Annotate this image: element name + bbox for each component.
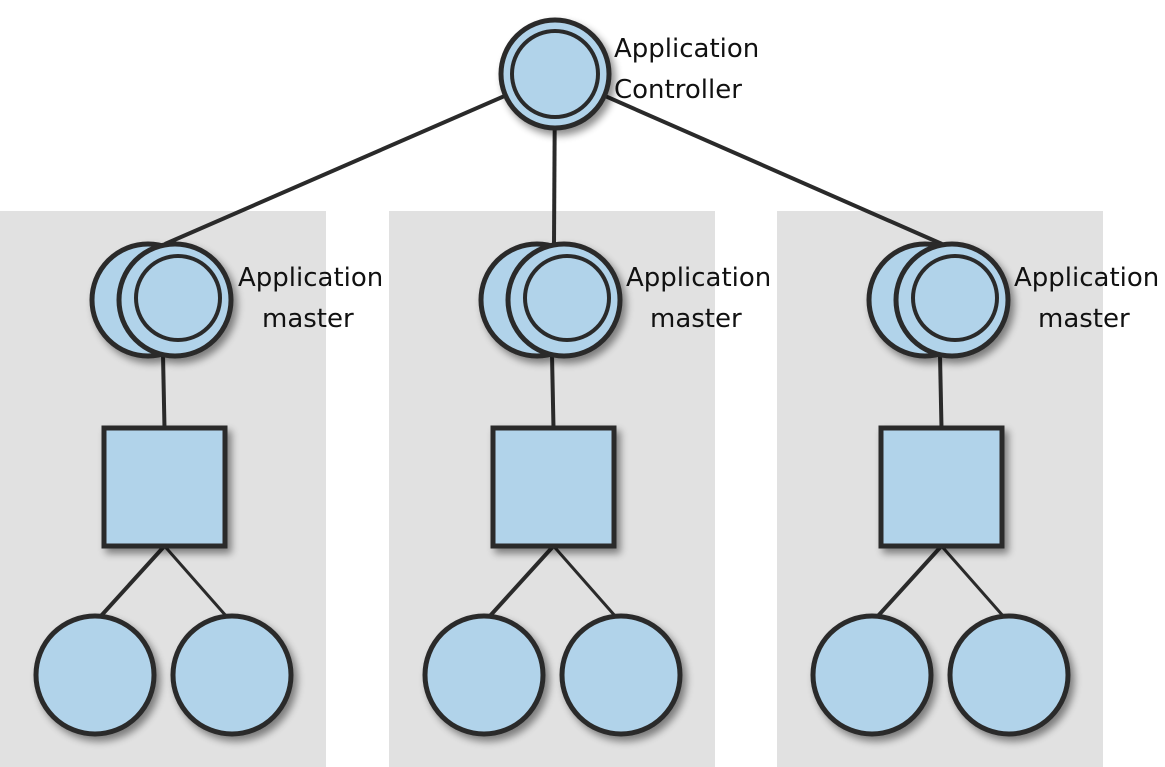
group-3-task-node-2 xyxy=(947,613,1071,737)
group-2-task-node-1 xyxy=(422,613,546,737)
group-2-container-node xyxy=(490,425,617,549)
group-3-master-inner-circle xyxy=(911,254,999,342)
edge-container-to-task-1-1 xyxy=(98,544,166,619)
edge-master-to-container-1 xyxy=(161,354,167,429)
group-2-task-node-2 xyxy=(559,613,683,737)
group-1-container-node xyxy=(101,425,228,549)
group-3-task-node-1 xyxy=(810,613,934,737)
group-3-master-node xyxy=(866,241,1011,359)
group-1-task-node-2 xyxy=(170,613,294,737)
edge-container-to-task-2-2 xyxy=(552,545,618,618)
group-2-master-label-line2: master xyxy=(650,304,742,334)
edge-container-to-task-1-2 xyxy=(163,545,229,618)
root-label-line1: Application xyxy=(614,34,759,64)
root-label-line2: Controller xyxy=(614,75,742,105)
root-outer-circle xyxy=(498,17,612,131)
group-1-master-inner-circle xyxy=(134,254,222,342)
edge-container-to-task-2-1 xyxy=(487,544,555,619)
edge-root-to-master-1 xyxy=(164,72,556,246)
group-1-master-node xyxy=(89,241,234,359)
root-inner-circle xyxy=(510,29,600,119)
edge-container-to-task-3-2 xyxy=(940,545,1006,618)
root-node xyxy=(498,17,612,131)
group-2-master-label-line1: Application xyxy=(626,263,771,293)
group-3-master-label-line2: master xyxy=(1038,304,1130,334)
group-2-master-node xyxy=(478,241,623,359)
group-3-master-label-line1: Application xyxy=(1014,263,1159,293)
group-3-container-node xyxy=(878,425,1005,549)
group-1-master-label-line2: master xyxy=(262,304,354,334)
group-1-master-label-line1: Application xyxy=(238,263,383,293)
group-1-task-node-1 xyxy=(33,613,157,737)
edge-root-to-master-3 xyxy=(554,72,943,246)
edge-master-to-container-3 xyxy=(938,354,944,429)
edge-master-to-container-2 xyxy=(550,354,556,429)
edge-container-to-task-3-1 xyxy=(875,544,943,619)
group-2-master-inner-circle xyxy=(523,254,611,342)
